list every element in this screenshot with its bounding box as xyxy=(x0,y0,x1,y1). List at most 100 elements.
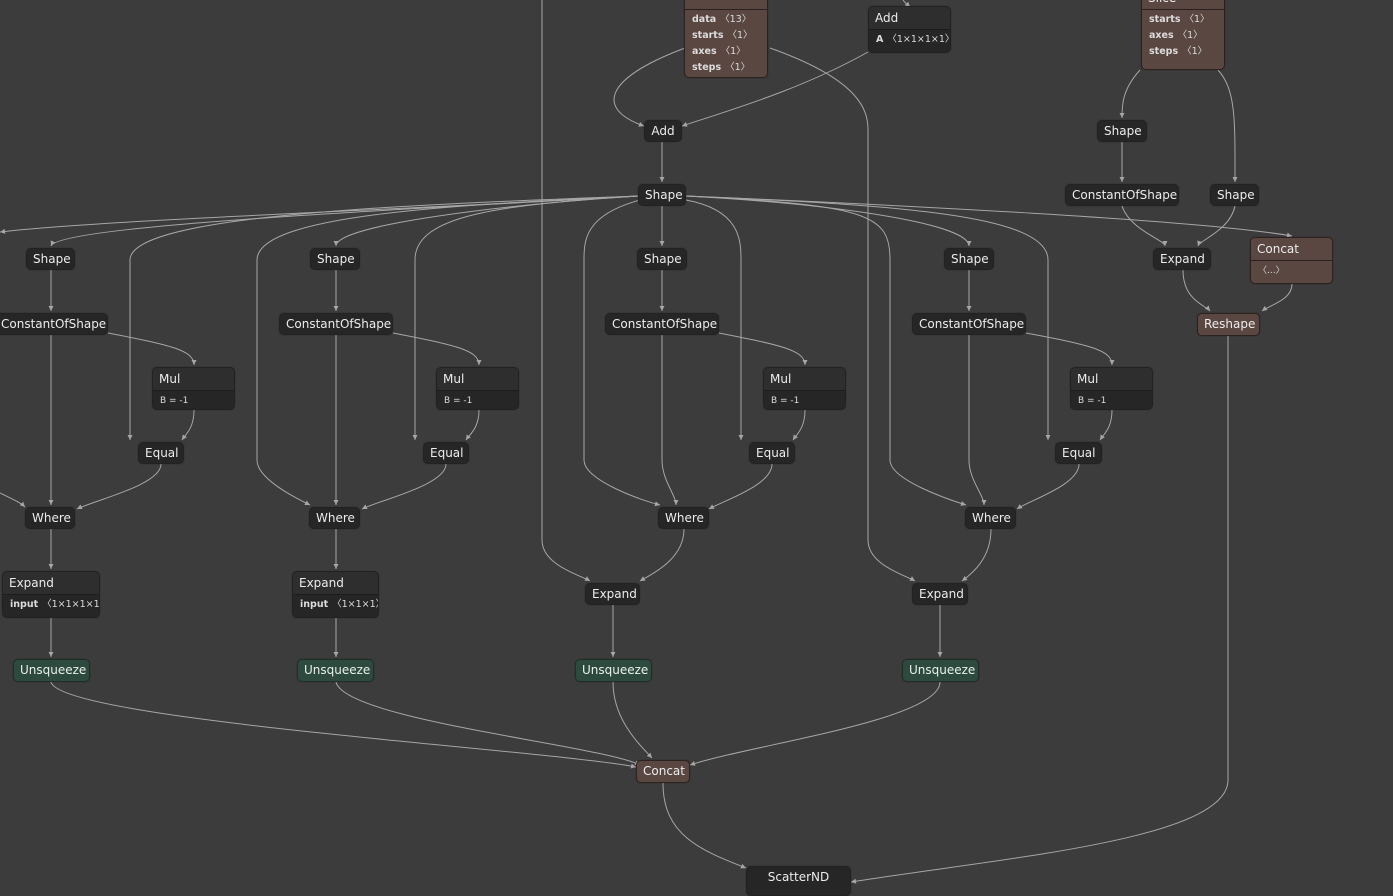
edge-arrowhead xyxy=(654,501,660,507)
edge-arrowhead xyxy=(909,576,915,581)
node-cos-2[interactable]: ConstantOfShape xyxy=(279,313,393,335)
node-slice-right[interactable]: Slicestarts〈1〉axes〈1〉steps〈1〉 xyxy=(1141,0,1225,70)
edge-arrowhead xyxy=(333,241,339,246)
node-title: Where xyxy=(972,511,1011,525)
node-attribute-row: B = -1 xyxy=(771,393,838,409)
node-unsq-4[interactable]: Unsqueeze xyxy=(902,659,979,682)
edge-arrowhead xyxy=(1197,240,1202,246)
edge-arrowhead xyxy=(584,576,590,581)
node-attribute-row: axes〈1〉 xyxy=(692,44,760,60)
node-title: Equal xyxy=(756,446,790,460)
node-title xyxy=(685,0,767,10)
node-expand-3[interactable]: Expand xyxy=(585,583,640,605)
node-title: Unsqueeze xyxy=(20,663,87,677)
node-cos-1[interactable]: ConstantOfShape xyxy=(0,313,108,335)
node-shape-4[interactable]: Shape xyxy=(944,248,994,270)
edge-arrowhead xyxy=(962,576,968,581)
node-equal-1[interactable]: Equal xyxy=(138,442,184,464)
node-attribute-row: input〈1×1×1×1〉 xyxy=(10,597,99,613)
node-add-mid[interactable]: Add xyxy=(644,120,682,142)
node-attributes: 〈...〉 xyxy=(1251,261,1332,282)
edge xyxy=(361,463,447,510)
edge-arrowhead xyxy=(690,761,696,766)
node-shape-2[interactable]: Shape xyxy=(310,248,360,270)
node-title: Shape xyxy=(645,188,683,202)
edge xyxy=(1217,69,1236,183)
edge-arrowhead xyxy=(466,434,471,440)
attribute-value: B = -1 xyxy=(1078,396,1107,406)
node-shape-main[interactable]: Shape xyxy=(638,184,686,206)
node-title: Shape xyxy=(1217,188,1255,202)
edge xyxy=(1121,69,1141,119)
node-shape-r1[interactable]: Shape xyxy=(1097,120,1147,142)
node-where-4[interactable]: Where xyxy=(965,507,1016,529)
attribute-name: axes xyxy=(1149,30,1174,41)
node-equal-4[interactable]: Equal xyxy=(1055,442,1102,464)
node-expand-r[interactable]: Expand xyxy=(1153,248,1211,270)
node-unsq-3[interactable]: Unsqueeze xyxy=(575,659,652,682)
edge xyxy=(685,195,967,506)
node-attribute-row: input〈1×1×1〉 xyxy=(300,597,378,613)
node-attributes: input〈1×1×1×1〉 xyxy=(3,595,99,616)
node-concat-r[interactable]: Concat〈...〉 xyxy=(1250,237,1333,284)
edge xyxy=(1261,283,1293,312)
node-cos-r[interactable]: ConstantOfShape xyxy=(1065,184,1179,206)
node-attribute-row: B = -1 xyxy=(160,393,227,409)
edge xyxy=(0,195,639,233)
edge-arrowhead xyxy=(127,435,133,440)
edge xyxy=(335,195,639,247)
edge-arrowhead xyxy=(640,576,646,581)
edge-arrowhead xyxy=(659,306,665,311)
edge xyxy=(50,681,637,768)
node-concat-main[interactable]: Concat xyxy=(636,760,690,783)
node-attributes: B = -1 xyxy=(437,391,518,409)
node-reshape[interactable]: Reshape xyxy=(1197,313,1260,336)
node-expand-4[interactable]: Expand xyxy=(912,583,968,605)
edge-arrowhead xyxy=(738,435,744,440)
node-slice-top[interactable]: data〈13〉starts〈1〉axes〈1〉steps〈1〉 xyxy=(684,0,768,78)
node-mul-3[interactable]: Mul B = -1 xyxy=(763,367,846,410)
edge-arrowhead xyxy=(709,504,715,509)
attribute-value: 〈1×1×1〉 xyxy=(332,599,378,610)
node-shape-r2[interactable]: Shape xyxy=(1210,184,1259,206)
node-title: Expand xyxy=(3,572,99,595)
node-title: Add xyxy=(869,7,950,30)
edge-arrowhead xyxy=(802,360,808,365)
node-where-3[interactable]: Where xyxy=(658,507,709,529)
node-equal-2[interactable]: Equal xyxy=(423,442,469,464)
edge-arrowhead xyxy=(851,878,857,884)
node-unsq-1[interactable]: Unsqueeze xyxy=(13,659,90,682)
node-attributes: B = -1 xyxy=(764,391,845,409)
node-cos-4[interactable]: ConstantOfShape xyxy=(912,313,1026,335)
node-shape-3[interactable]: Shape xyxy=(637,248,687,270)
edge xyxy=(685,195,1293,237)
node-shape-1[interactable]: Shape xyxy=(26,248,75,270)
node-attribute-row: starts〈1〉 xyxy=(692,28,760,44)
node-cos-3[interactable]: ConstantOfShape xyxy=(605,313,719,335)
edge-arrowhead xyxy=(77,504,83,509)
edge-arrowhead xyxy=(476,360,482,365)
node-expand-1[interactable]: Expand input〈1×1×1×1〉 xyxy=(2,571,100,618)
node-title: Equal xyxy=(145,446,179,460)
edge-arrowhead xyxy=(960,501,966,506)
node-equal-3[interactable]: Equal xyxy=(749,442,795,464)
node-where-1[interactable]: Where xyxy=(25,507,75,529)
node-title: Unsqueeze xyxy=(304,663,371,677)
node-scatternd[interactable]: ScatterND xyxy=(746,866,851,896)
attribute-value: 〈1〉 xyxy=(1177,30,1203,41)
edge xyxy=(961,528,992,582)
node-attribute-row: A〈1×1×1×1〉 xyxy=(876,32,950,48)
edge-arrowhead xyxy=(1162,241,1168,246)
node-unsq-2[interactable]: Unsqueeze xyxy=(297,659,374,682)
node-title: Mul xyxy=(764,368,845,391)
edge-arrowhead xyxy=(673,500,679,505)
node-where-2[interactable]: Where xyxy=(309,507,360,529)
edge xyxy=(613,47,686,127)
